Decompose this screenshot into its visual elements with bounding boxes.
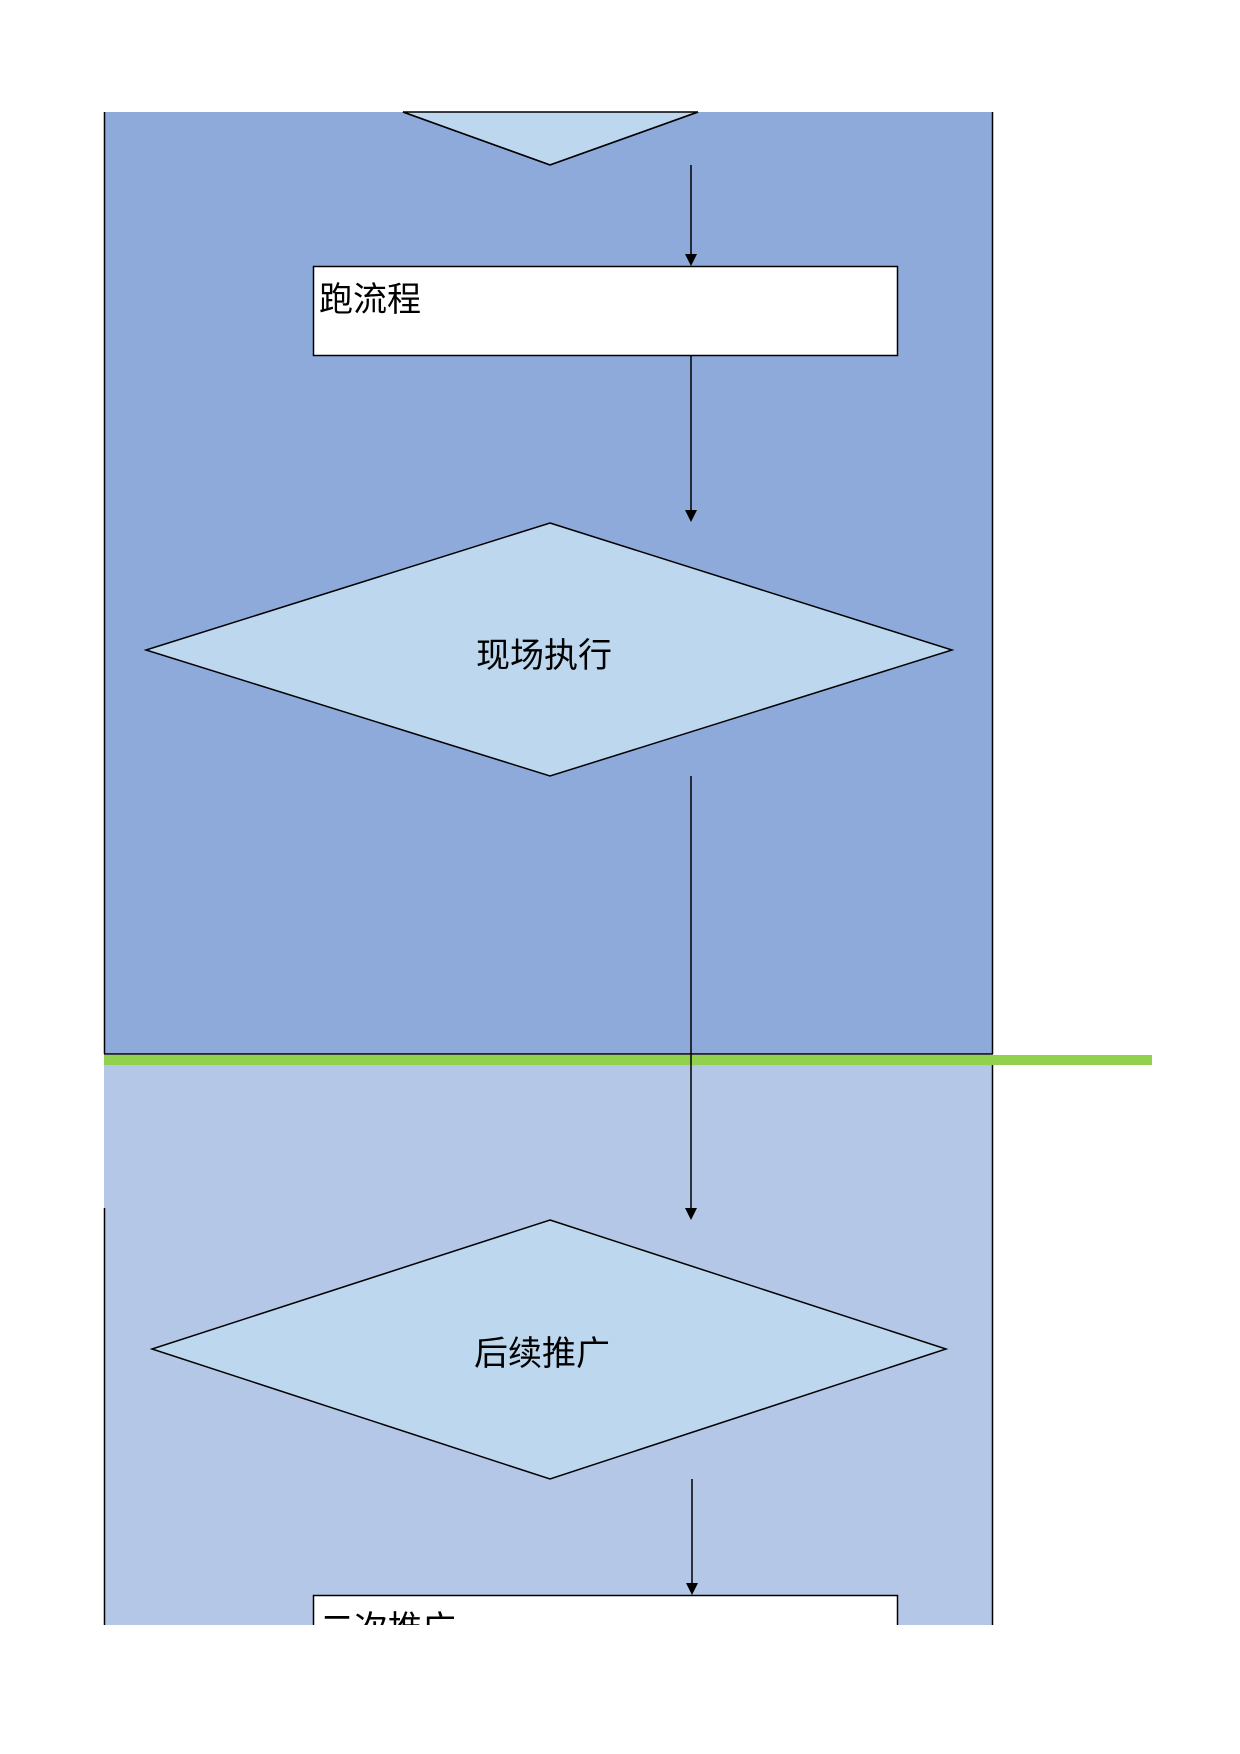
arrowhead-3 <box>685 1208 697 1220</box>
page-bottom-mask <box>0 1625 1240 1754</box>
decision-diamond-1 <box>143 522 955 777</box>
process-2-label: 二次推广 <box>320 1601 456 1625</box>
decision-1-label: 现场执行 <box>476 636 612 676</box>
process-2-clip: 二次推广 <box>314 1597 897 1625</box>
arrowhead-4 <box>686 1583 698 1595</box>
arrowhead-1 <box>685 254 697 266</box>
process-1-label: 跑流程 <box>319 280 421 320</box>
arrowhead-2 <box>685 510 697 522</box>
decision-diamond-2 <box>149 1219 949 1480</box>
lane-divider <box>104 1055 1152 1065</box>
process-box-1 <box>312 265 899 357</box>
decision-2-label: 后续推广 <box>474 1334 610 1374</box>
